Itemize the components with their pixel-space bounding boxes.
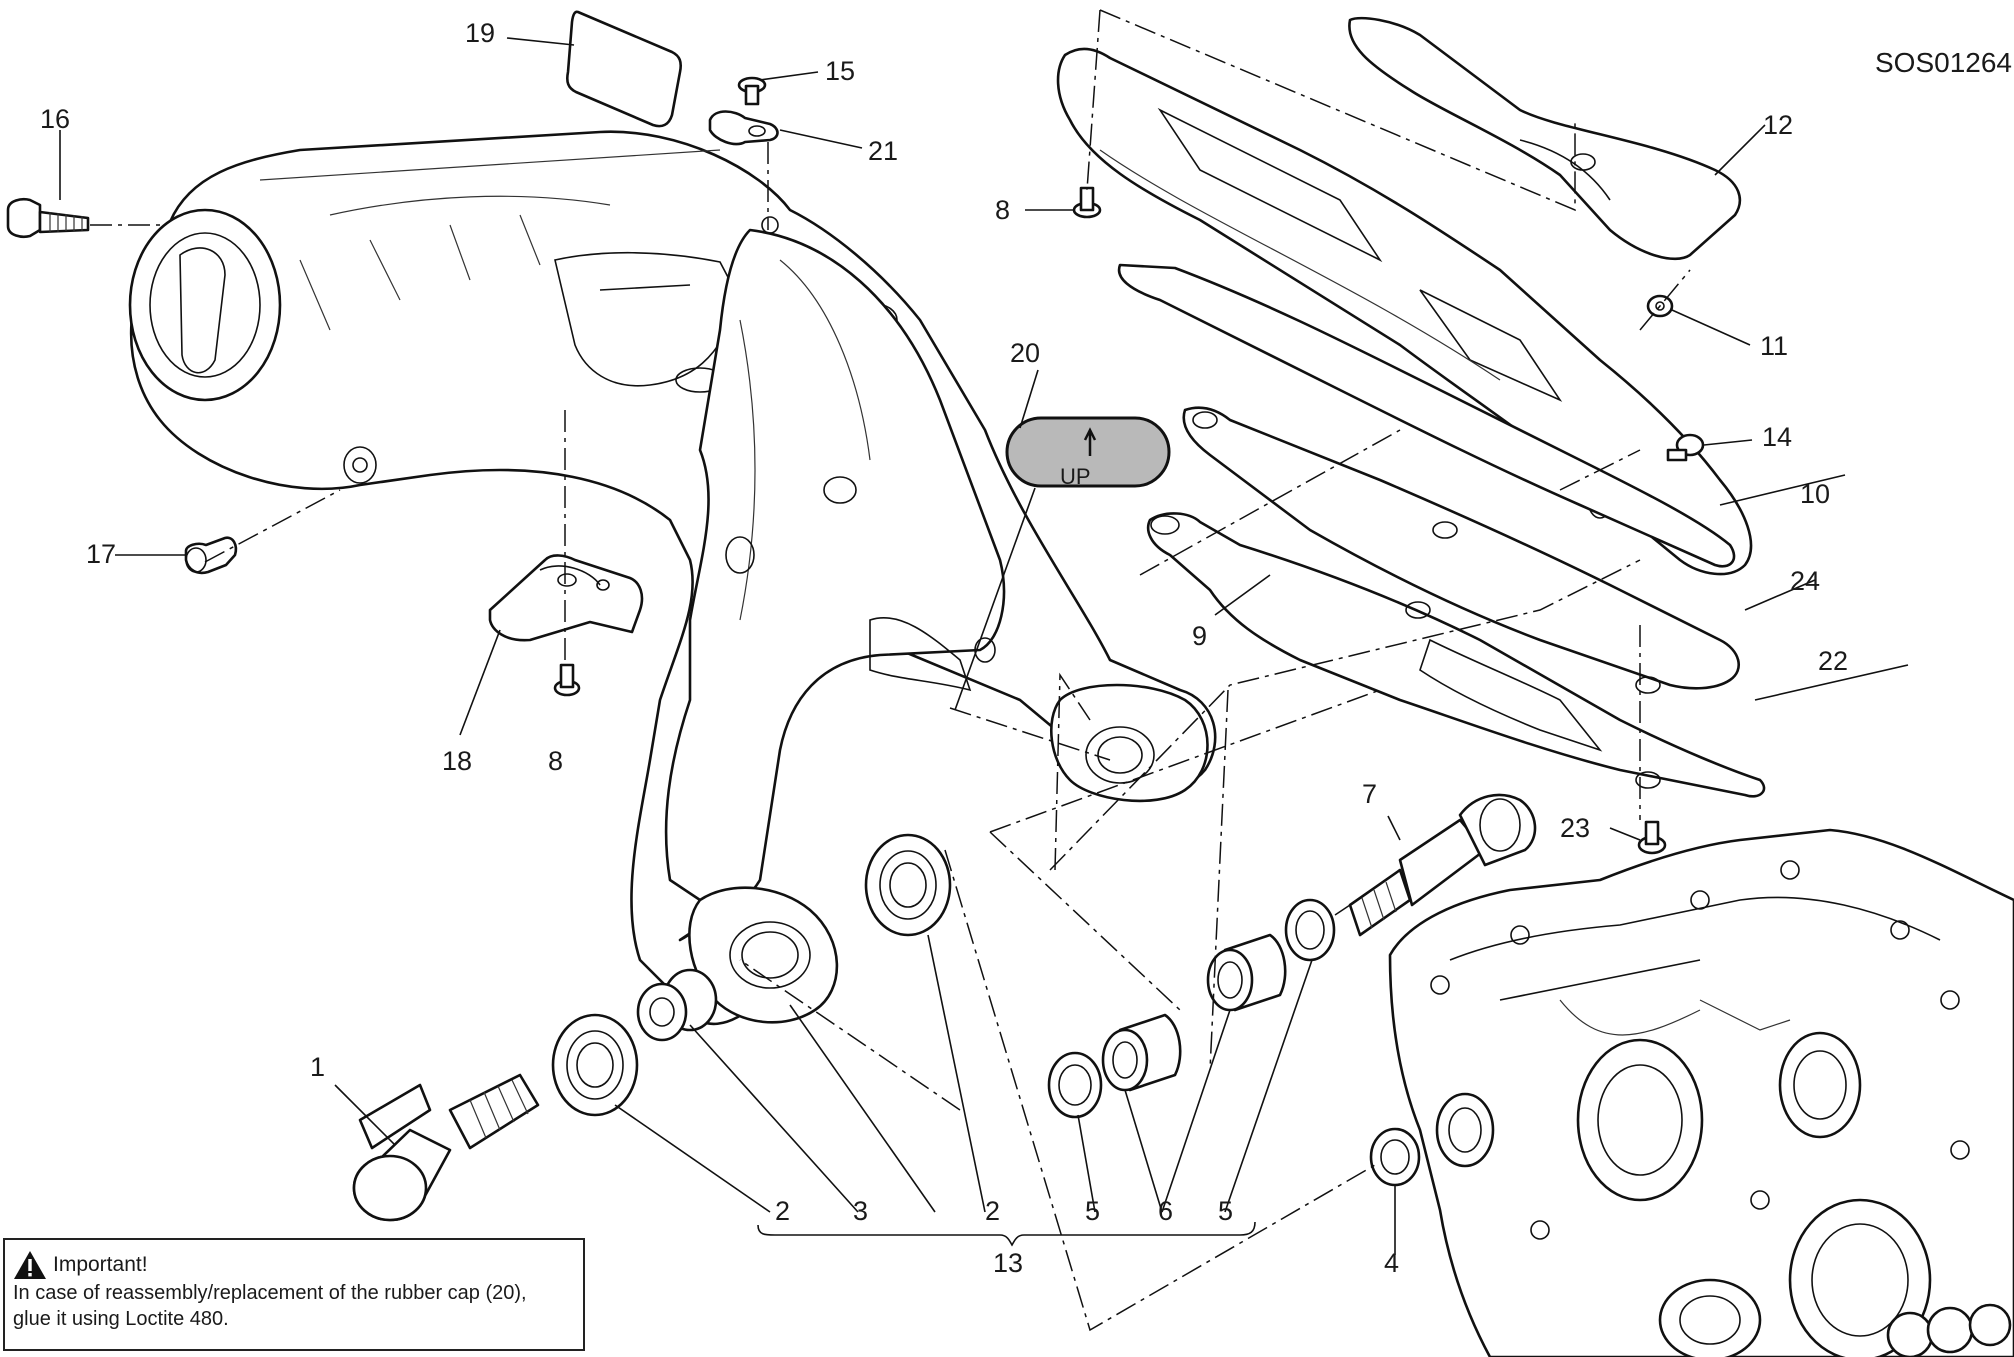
label-23: 23 [1560,813,1590,843]
part-14-screw [1666,433,1705,462]
part-3-spacer [636,968,718,1042]
drawing-code: SOS01264 [1875,47,2012,78]
note-line-2: glue it using Loctite 480. [13,1308,229,1330]
part-16-bolt [6,198,90,238]
label-16: 16 [40,104,70,134]
leader-lines [59,37,1909,1255]
important-note-box: Important! In case of reassembly/replace… [3,1238,585,1351]
part-2-bearing-b [864,833,952,937]
label-9: 9 [1192,621,1207,651]
label-10: 10 [1800,479,1830,509]
label-21: 21 [868,136,898,166]
part-6-needle-bearing-b [1206,933,1287,1012]
up-arrow-icon [1083,427,1097,456]
swingarm [128,130,1217,1026]
part-10-chain-guard [1056,47,1753,576]
part-21-clip [708,110,779,146]
part-9-lower-strap [1182,406,1740,690]
part-number-labels: 1 2 3 2 5 6 5 13 4 7 8 8 9 10 11 12 14 1… [40,18,1848,1278]
assembly-lines [90,9,1691,1332]
part-7-pivot-shaft [1348,793,1537,937]
rubber-cap-text: UP [1060,464,1091,489]
label-18: 18 [442,746,472,776]
label-8-upper: 8 [995,195,1010,225]
label-2-a: 2 [775,1196,790,1226]
label-8-lower: 8 [548,746,563,776]
label-1: 1 [310,1052,325,1082]
label-14: 14 [1762,422,1792,452]
part-1-pivot-bolt [352,1073,540,1222]
note-line-1: In case of reassembly/replacement of the… [13,1282,527,1304]
part-18-bracket [488,554,644,642]
part-17-bolt [184,536,238,575]
note-title: Important! [53,1253,148,1276]
label-15: 15 [825,56,855,86]
part-19-plate [565,10,683,128]
part-8-screw-lower [553,663,581,697]
label-5-a: 5 [1085,1196,1100,1226]
engine-crankcase [1388,828,2014,1357]
part-15-screw [737,76,767,106]
label-4: 4 [1384,1248,1399,1278]
label-3: 3 [853,1196,868,1226]
label-2-b: 2 [985,1196,1000,1226]
part-12-upper-guard [1348,16,1742,261]
part-20-rubber-cap: UP [1005,416,1171,489]
label-19: 19 [465,18,495,48]
label-5-b: 5 [1218,1196,1233,1226]
label-13: 13 [993,1248,1023,1278]
part-23-screw [1637,820,1667,855]
label-22: 22 [1818,646,1848,676]
part-5-seal-a [1047,1051,1103,1119]
warning-triangle-icon [14,1251,46,1279]
part-8-screw-upper [1072,186,1102,219]
part-5-seal-b [1284,898,1336,962]
part-24-strip [1117,263,1736,568]
label-11: 11 [1760,331,1788,361]
part-4-plug [1369,1127,1421,1187]
note-header: Important! [13,1250,573,1280]
label-6: 6 [1158,1196,1173,1226]
label-20: 20 [1010,338,1040,368]
part-6-needle-bearing-a [1101,1013,1182,1092]
label-7: 7 [1362,779,1377,809]
label-17: 17 [86,539,116,569]
label-24: 24 [1790,566,1820,596]
part-22-lower-guard [1146,512,1766,798]
part-2-bearing-a [551,1013,639,1117]
label-12: 12 [1763,110,1793,140]
